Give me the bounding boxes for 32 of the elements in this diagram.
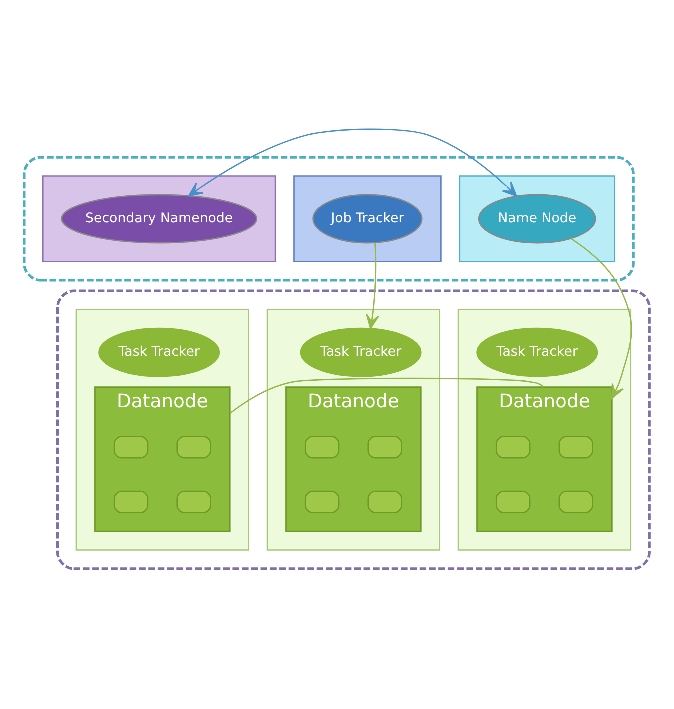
node-box: [496, 436, 531, 459]
cluster: [23, 156, 635, 282]
cluster: [458, 309, 632, 551]
node-box: [114, 490, 149, 514]
node-ellipse: Secondary Namenode: [61, 194, 258, 244]
node-box: [368, 436, 402, 459]
node-box: [114, 436, 149, 459]
cluster: [76, 309, 250, 551]
cluster: Datanode: [476, 386, 613, 532]
node-box: [558, 436, 594, 459]
node-ellipse: Task Tracker: [476, 328, 598, 378]
arrow: [188, 128, 518, 197]
node-ellipse: Job Tracker: [312, 194, 423, 244]
cluster: Datanode: [286, 386, 422, 532]
node-box: [304, 490, 340, 514]
cluster: [42, 176, 276, 262]
node-box: [176, 490, 212, 514]
cluster: [459, 176, 616, 262]
node-ellipse: Task Tracker: [98, 328, 220, 378]
cluster: [294, 176, 442, 262]
node-box: [368, 490, 402, 514]
node-box: [558, 490, 594, 514]
node-box: [304, 436, 340, 459]
node-box: [176, 436, 212, 459]
node-box: [496, 490, 531, 514]
node-ellipse: Task Tracker: [300, 328, 422, 378]
arrow: [570, 238, 632, 400]
cluster: [56, 290, 651, 570]
node-ellipse: Name Node: [478, 194, 596, 244]
arrow: [366, 243, 380, 330]
cluster: Datanode: [94, 386, 231, 532]
cluster: [266, 309, 441, 551]
